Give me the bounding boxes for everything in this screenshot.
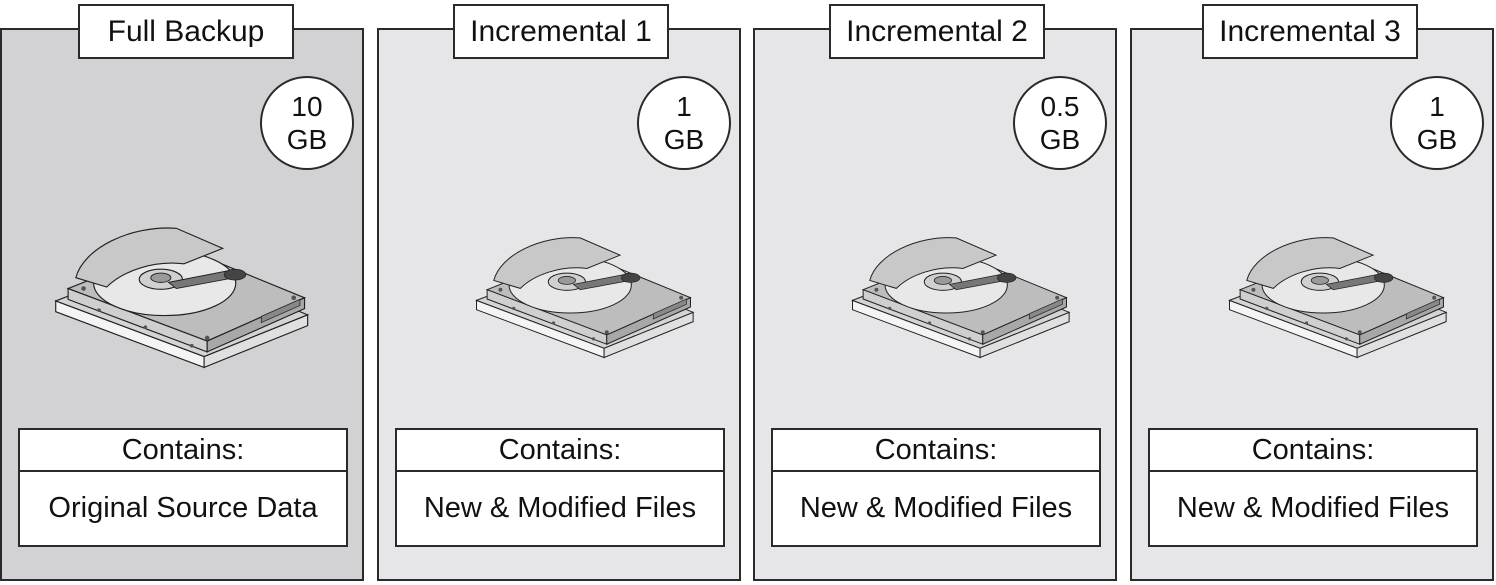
backup-panel-incremental-1: Incremental 1 1 GB Contains: New & Modif… bbox=[377, 4, 741, 581]
size-value: 1 bbox=[1429, 90, 1445, 122]
size-unit: GB bbox=[1416, 124, 1458, 155]
contains-label: Contains: bbox=[773, 430, 1099, 472]
contains-box: Contains: New & Modified Files bbox=[771, 428, 1101, 547]
panel-title: Incremental 2 bbox=[829, 4, 1045, 59]
contains-text: New & Modified Files bbox=[1176, 492, 1450, 524]
panel-title: Incremental 1 bbox=[453, 4, 669, 59]
panel-title: Full Backup bbox=[78, 4, 294, 59]
hard-drive-icon bbox=[14, 202, 354, 372]
size-badge: 1 GB bbox=[637, 76, 731, 170]
contains-text: New & Modified Files bbox=[423, 492, 697, 524]
backup-panel-full: Full Backup 10 GB Contains: Original Sou… bbox=[0, 4, 364, 581]
hard-drive-icon bbox=[391, 202, 731, 372]
contains-box: Contains: Original Source Data bbox=[18, 428, 348, 547]
size-value: 0.5 bbox=[1040, 90, 1080, 122]
contains-text: New & Modified Files bbox=[799, 492, 1073, 524]
contains-label: Contains: bbox=[397, 430, 723, 472]
size-badge: 1 GB bbox=[1390, 76, 1484, 170]
size-value: 10 bbox=[291, 90, 323, 122]
hard-drive-icon bbox=[767, 202, 1107, 372]
size-badge: 0.5 GB bbox=[1013, 76, 1107, 170]
size-value: 1 bbox=[676, 90, 692, 122]
backup-panel-incremental-3: Incremental 3 1 GB Contains: New & Modif… bbox=[1130, 4, 1494, 581]
contains-box: Contains: New & Modified Files bbox=[395, 428, 725, 547]
size-unit: GB bbox=[286, 124, 328, 155]
hard-drive-icon bbox=[1144, 202, 1484, 372]
backup-panel-incremental-2: Incremental 2 0.5 GB Contains: New & Mod… bbox=[753, 4, 1117, 581]
size-badge: 10 GB bbox=[260, 76, 354, 170]
size-unit: GB bbox=[663, 124, 705, 155]
contains-box: Contains: New & Modified Files bbox=[1148, 428, 1478, 547]
contains-label: Contains: bbox=[1150, 430, 1476, 472]
contains-label: Contains: bbox=[20, 430, 346, 472]
size-unit: GB bbox=[1039, 124, 1081, 155]
contains-text: Original Source Data bbox=[48, 492, 318, 524]
panel-title: Incremental 3 bbox=[1202, 4, 1418, 59]
